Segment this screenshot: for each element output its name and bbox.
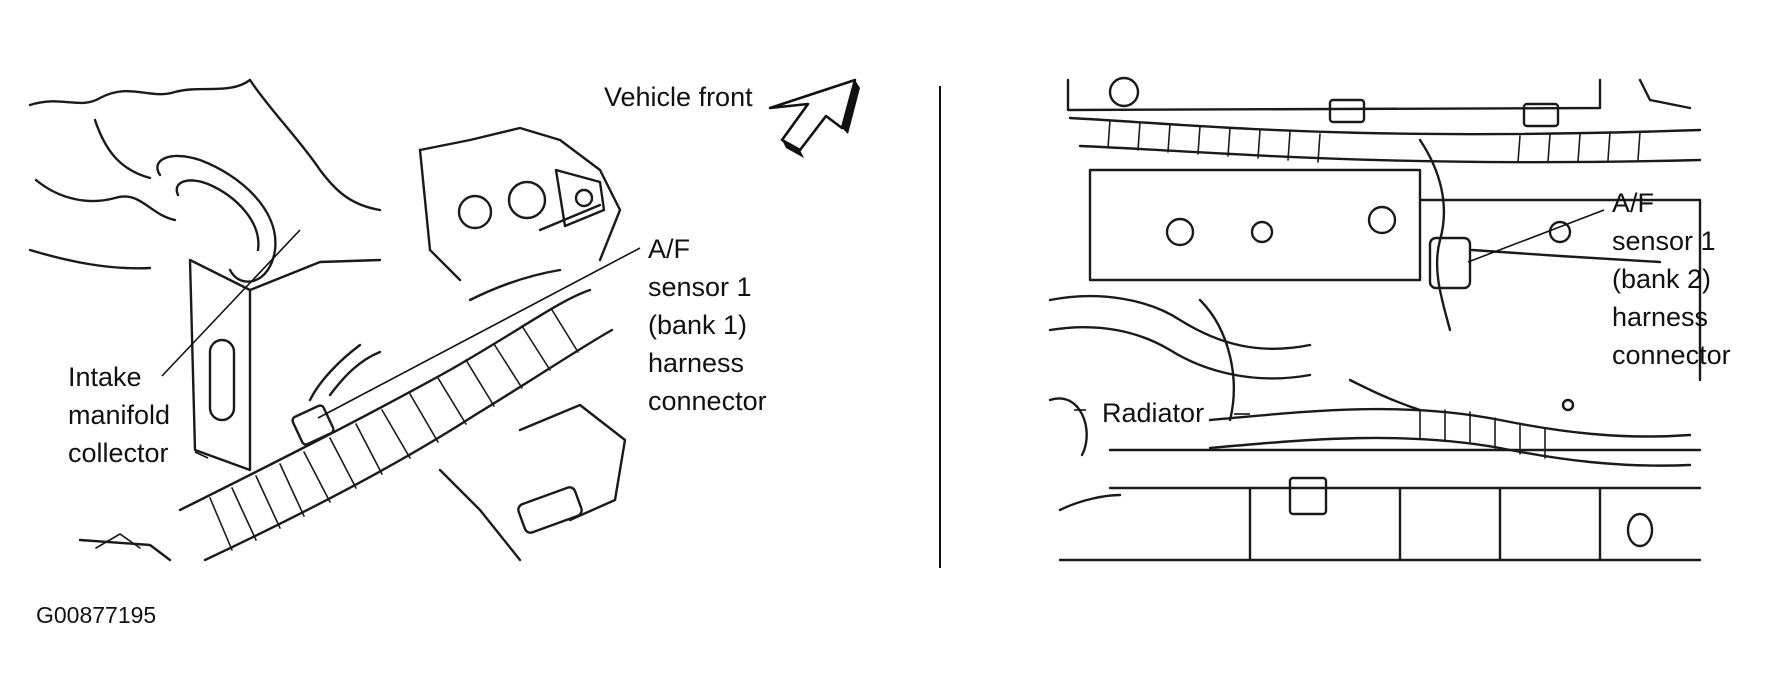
left-sensor-label-line: A/F bbox=[648, 234, 691, 264]
left-leader-lines bbox=[161, 229, 641, 459]
right-sensor-label-line: (bank 2) bbox=[1612, 264, 1712, 294]
left-sensor-label-line: (bank 1) bbox=[648, 310, 748, 340]
right-sensor-label-line: harness bbox=[1612, 302, 1709, 332]
figure-id: G00877195 bbox=[36, 602, 157, 628]
right-sensor-label-line: A/F bbox=[1612, 188, 1655, 218]
left-sensor-label-line: connector bbox=[648, 386, 767, 416]
left-engine-drawing bbox=[28, 78, 627, 562]
left-sensor-label-line: sensor 1 bbox=[648, 272, 752, 302]
vehicle-front-arrow-icon bbox=[768, 78, 860, 158]
corrugated-tube-rings bbox=[209, 309, 579, 551]
radiator-label: Radiator bbox=[1098, 394, 1209, 432]
right-sensor-label-line: connector bbox=[1612, 340, 1731, 370]
upper-loom-rings bbox=[1107, 119, 1641, 163]
lower-loom-rings bbox=[1419, 409, 1546, 459]
left-sensor-label: A/F sensor 1 (bank 1) harness connector bbox=[648, 230, 767, 420]
intake-manifold-label: Intake manifold collector bbox=[68, 358, 170, 472]
intake-manifold-label-line: Intake bbox=[68, 362, 142, 392]
left-sensor-label-line: harness bbox=[648, 348, 745, 378]
intake-manifold-label-line: collector bbox=[68, 438, 169, 468]
intake-manifold-label-line: manifold bbox=[68, 400, 171, 430]
right-leader-lines bbox=[1074, 209, 1605, 415]
right-sensor-label: A/F sensor 1 (bank 2) harness connector bbox=[1612, 184, 1731, 374]
right-sensor-label-line: sensor 1 bbox=[1612, 226, 1716, 256]
right-engine-drawing bbox=[1048, 76, 1702, 562]
vehicle-front-label: Vehicle front bbox=[604, 82, 753, 112]
